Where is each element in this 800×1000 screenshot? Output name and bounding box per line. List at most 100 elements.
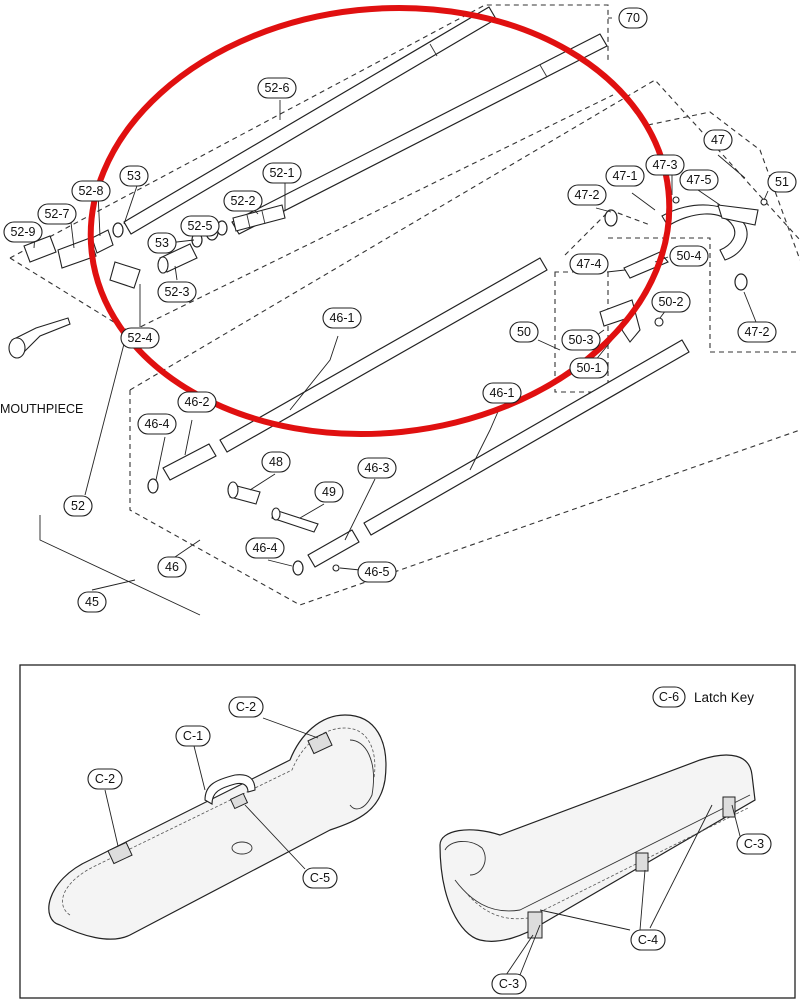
svg-text:52-4: 52-4 <box>127 331 152 345</box>
highlight-ellipse <box>87 4 673 438</box>
callout-47-2-a: 47-2 <box>567 184 607 206</box>
svg-text:53: 53 <box>127 169 141 183</box>
svg-text:47-1: 47-1 <box>612 169 637 183</box>
tube-46-2 <box>147 443 217 494</box>
svg-text:46-1: 46-1 <box>329 311 354 325</box>
svg-text:52: 52 <box>71 499 85 513</box>
callout-45: 45 <box>77 591 107 613</box>
svg-text:49: 49 <box>322 485 336 499</box>
svg-text:47-3: 47-3 <box>652 158 677 172</box>
svg-text:45: 45 <box>85 595 99 609</box>
callout-c-5: C-5 <box>302 867 338 889</box>
callouts-case: C-1 C-2 C-2 C-5 C-3 C-4 C-3 <box>87 696 772 995</box>
parts-48-49 <box>227 481 319 533</box>
callout-52-1: 52-1 <box>262 162 302 184</box>
svg-text:52-5: 52-5 <box>187 219 212 233</box>
svg-text:52-7: 52-7 <box>44 207 69 221</box>
parts-52-8-52-7-52-9 <box>23 229 141 289</box>
callout-52-3: 52-3 <box>157 281 197 303</box>
svg-text:48: 48 <box>269 455 283 469</box>
parts-52-3 <box>157 243 198 274</box>
svg-text:46-1: 46-1 <box>489 386 514 400</box>
callout-70: 70 <box>618 7 648 29</box>
svg-text:C-3: C-3 <box>499 977 519 991</box>
svg-text:51: 51 <box>775 175 789 189</box>
svg-text:52-2: 52-2 <box>230 194 255 208</box>
closed-case <box>48 714 387 940</box>
callout-50-1: 50-1 <box>569 357 609 379</box>
callout-47-2-b: 47-2 <box>737 321 777 343</box>
callout-46-1-a: 46-1 <box>322 307 362 329</box>
svg-text:C-6: C-6 <box>659 690 679 704</box>
outer-slide-tube-upper <box>219 257 548 453</box>
callout-46-3: 46-3 <box>357 457 397 479</box>
svg-text:47-5: 47-5 <box>686 173 711 187</box>
tube-46-3 <box>292 529 360 576</box>
slide-stocking-52-2 <box>232 204 286 232</box>
svg-text:47-2: 47-2 <box>574 188 599 202</box>
svg-text:52-8: 52-8 <box>78 184 103 198</box>
outer-slide-tube-lower <box>363 339 690 536</box>
callout-52-5: 52-5 <box>180 215 220 237</box>
svg-text:50-3: 50-3 <box>568 333 593 347</box>
svg-text:C-2: C-2 <box>236 700 256 714</box>
callout-53-a: 53 <box>119 165 149 187</box>
svg-text:46-3: 46-3 <box>364 461 389 475</box>
callout-52: 52 <box>63 495 93 517</box>
crook-47 <box>604 196 768 291</box>
svg-text:52-1: 52-1 <box>269 166 294 180</box>
callout-47: 47 <box>703 129 733 151</box>
callout-46-1-b: 46-1 <box>482 382 522 404</box>
callout-52-2: 52-2 <box>223 190 263 212</box>
svg-text:50-2: 50-2 <box>658 295 683 309</box>
callout-51: 51 <box>767 171 797 193</box>
open-case <box>439 754 756 942</box>
callout-52-6: 52-6 <box>257 77 297 99</box>
latch-key-legend: C-6 Latch Key <box>652 686 754 708</box>
svg-text:47-2: 47-2 <box>744 325 769 339</box>
callout-50-4: 50-4 <box>669 245 709 267</box>
svg-text:46-4: 46-4 <box>252 541 277 555</box>
callout-46-4-b: 46-4 <box>245 537 285 559</box>
callout-c-3-b: C-3 <box>491 973 527 995</box>
mouthpiece-label: MOUTHPIECE <box>0 402 83 416</box>
callout-47-5: 47-5 <box>679 169 719 191</box>
svg-text:Latch Key: Latch Key <box>694 690 754 705</box>
svg-text:C-5: C-5 <box>310 871 330 885</box>
svg-text:70: 70 <box>626 11 640 25</box>
callout-52-9: 52-9 <box>3 221 43 243</box>
callout-53-b: 53 <box>147 232 177 254</box>
mouthpiece <box>8 317 71 359</box>
svg-text:C-1: C-1 <box>183 729 203 743</box>
callout-50: 50 <box>509 321 539 343</box>
callout-52-4: 52-4 <box>120 327 160 349</box>
svg-text:50-4: 50-4 <box>676 249 701 263</box>
callout-46-2: 46-2 <box>177 391 217 413</box>
svg-text:50: 50 <box>517 325 531 339</box>
callout-47-4: 47-4 <box>569 253 609 275</box>
callout-47-3: 47-3 <box>645 154 685 176</box>
callout-47-1: 47-1 <box>605 165 645 187</box>
callouts-top: 70 47 51 47-3 47-1 47-5 47-2 47-4 50-4 5… <box>3 7 797 613</box>
svg-text:46-2: 46-2 <box>184 395 209 409</box>
callout-c-4: C-4 <box>630 929 666 951</box>
callout-50-3: 50-3 <box>561 329 601 351</box>
svg-text:53: 53 <box>155 236 169 250</box>
svg-text:47-4: 47-4 <box>576 257 601 271</box>
callout-c-3-a: C-3 <box>736 833 772 855</box>
svg-text:52-6: 52-6 <box>264 81 289 95</box>
callout-50-2: 50-2 <box>651 291 691 313</box>
svg-text:46: 46 <box>165 560 179 574</box>
callout-48: 48 <box>261 451 291 473</box>
svg-text:52-3: 52-3 <box>164 285 189 299</box>
case-leaders <box>104 717 741 976</box>
svg-text:46-4: 46-4 <box>144 417 169 431</box>
callout-52-8: 52-8 <box>71 180 111 202</box>
callout-46-5: 46-5 <box>357 561 397 583</box>
svg-text:52-9: 52-9 <box>10 225 35 239</box>
svg-text:C-4: C-4 <box>638 933 658 947</box>
callout-46-4-a: 46-4 <box>137 413 177 435</box>
callout-c-2-a: C-2 <box>228 696 264 718</box>
svg-text:C-3: C-3 <box>744 837 764 851</box>
